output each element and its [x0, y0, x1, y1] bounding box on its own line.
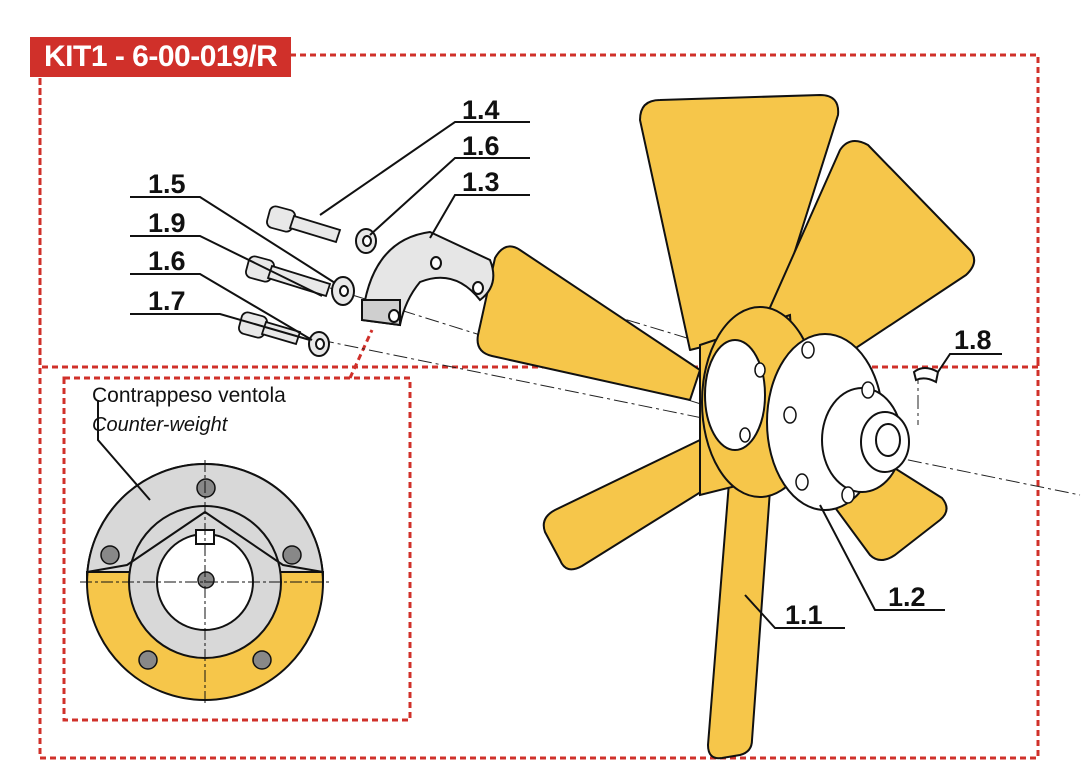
part-label-1-7: 1.7 — [148, 286, 186, 316]
fan-blades — [476, 94, 976, 760]
screw-1-7 — [238, 311, 302, 346]
part-label-1-3: 1.3 — [462, 167, 500, 197]
part-label-1-9: 1.9 — [148, 208, 186, 238]
leader-lines — [130, 121, 1002, 629]
kit-frame-lower — [38, 60, 1040, 760]
counterweight — [360, 230, 495, 327]
key — [912, 367, 940, 384]
kit-title: KIT1 - 6-00-019/R — [30, 37, 292, 77]
part-label-1-2: 1.2 — [888, 582, 926, 612]
inset-link — [348, 329, 374, 379]
washer-1-6b — [308, 331, 330, 357]
inset-counterweight-view — [80, 400, 330, 705]
screw-1-4 — [266, 205, 342, 244]
washer-1-5 — [331, 276, 355, 306]
screw-1-9 — [245, 255, 332, 298]
part-label-1-5: 1.5 — [148, 169, 186, 199]
part-label-1-1: 1.1 — [785, 600, 823, 630]
part-label-1-4: 1.4 — [462, 95, 500, 125]
inset-subtitle: Counter-weight — [92, 414, 228, 436]
part-label-1-6-upper: 1.6 — [462, 131, 500, 161]
part-label-1-6-lower: 1.6 — [148, 246, 186, 276]
inset-frame — [62, 376, 412, 722]
inset-title: Contrappeso ventola — [92, 384, 286, 407]
part-label-1-8: 1.8 — [954, 325, 992, 355]
flange — [739, 333, 910, 511]
